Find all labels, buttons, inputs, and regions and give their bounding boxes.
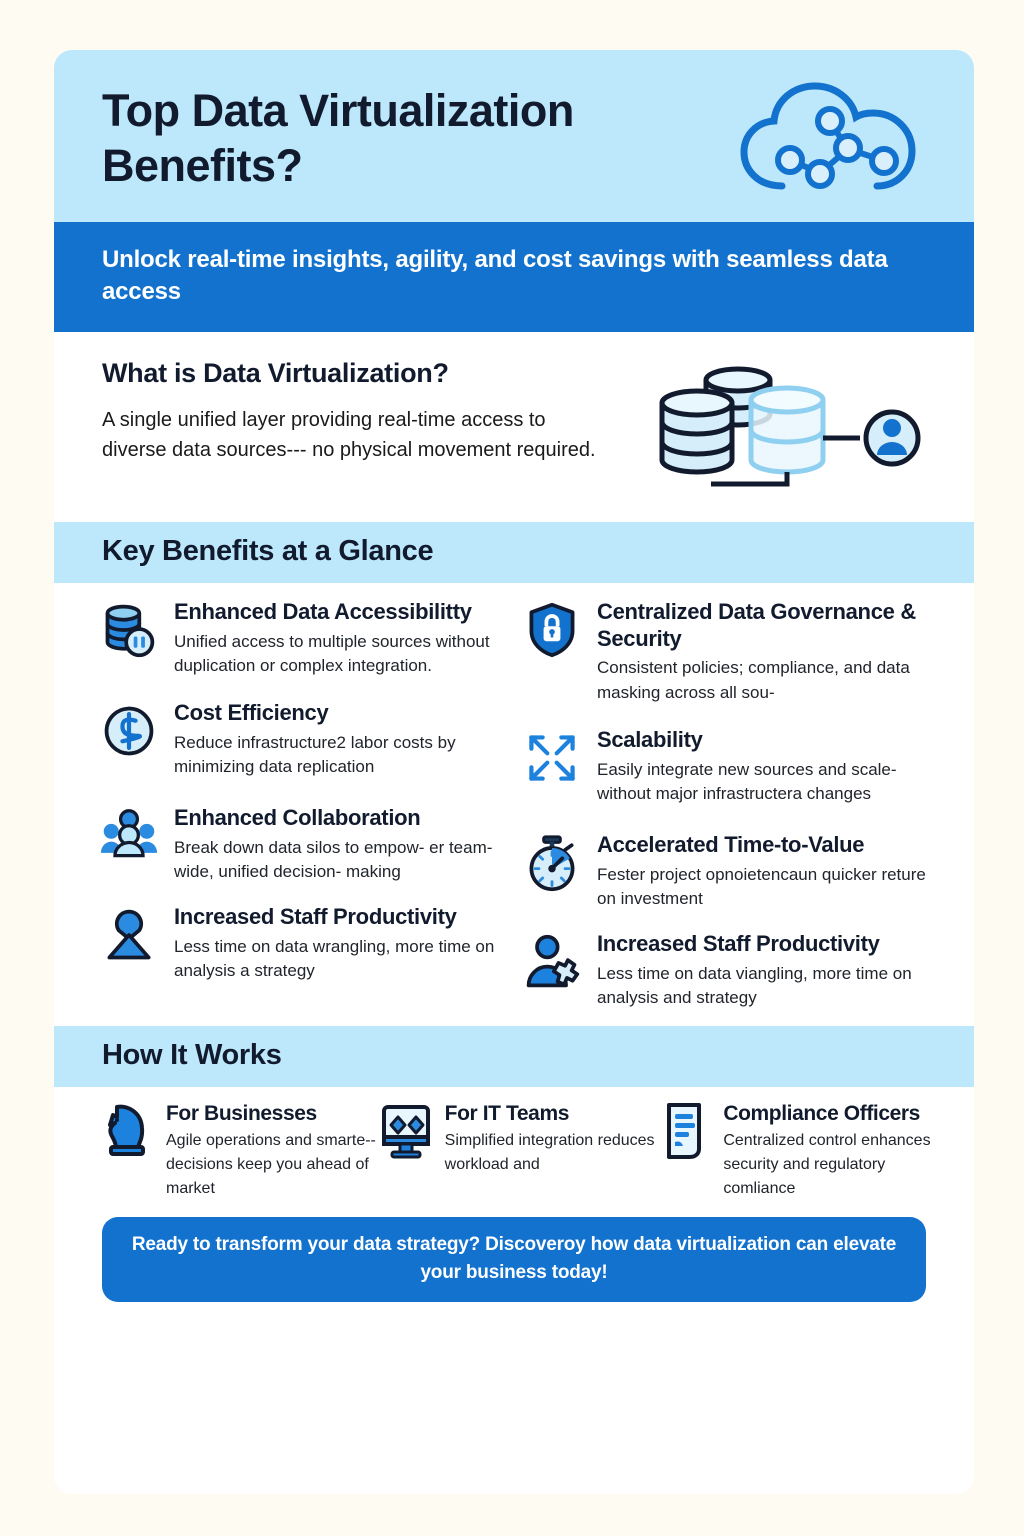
- how-it-works-title: For Businesses: [166, 1101, 317, 1125]
- how-it-works-desc: Centralized control enhances security an…: [723, 1132, 931, 1198]
- header-section: Top Data Virtualization Benefits?: [54, 50, 974, 222]
- benefit-text: Scalability Easily integrate new sources…: [597, 727, 934, 806]
- how-it-works-band: How It Works: [54, 1025, 974, 1087]
- how-it-works-heading: How It Works: [102, 1038, 282, 1071]
- cta-banner[interactable]: Ready to transform your data strategy? D…: [102, 1217, 926, 1303]
- benefit-desc: Reduce infrastructure2 labor costs by mi…: [174, 732, 456, 776]
- benefit-title: Accelerated Time-to-Value: [597, 831, 865, 857]
- how-it-works-text: Compliance Officers Centralized control …: [723, 1101, 934, 1201]
- benefit-item: Cost Efficiency Reduce infrastructure2 l…: [98, 700, 511, 779]
- benefit-title: Enhanced Data Accessibilitty: [174, 598, 472, 624]
- cta-text: Ready to transform your data strategy? D…: [131, 1234, 897, 1283]
- benefit-item: Increased Staff Productivity Less time o…: [98, 904, 511, 983]
- how-it-works-desc: Simplified integration reduces workload …: [444, 1132, 655, 1174]
- how-it-works-item: For Businesses Agile operations and smar…: [98, 1101, 377, 1201]
- benefit-title: Enhanced Collaboration: [174, 804, 421, 830]
- benefit-title: Centralized Data Governance & Security: [597, 598, 916, 651]
- benefits-right-column: Centralized Data Governance & Security C…: [521, 599, 934, 1016]
- cloud-network-icon: [730, 78, 940, 198]
- key-benefits-band: Key Benefits at a Glance: [54, 521, 974, 583]
- benefit-title: Cost Efficiency: [174, 699, 329, 725]
- how-it-works-title: For IT Teams: [444, 1101, 570, 1125]
- people-group-icon: [98, 805, 160, 869]
- subtitle-bar: Unlock real-time insights, agility, and …: [54, 222, 974, 332]
- benefit-item: Enhanced Collaboration Break down data s…: [98, 805, 511, 884]
- benefit-text: Increased Staff Productivity Less time o…: [174, 904, 511, 983]
- benefit-title: Increased Staff Productivity: [174, 904, 457, 930]
- benefit-desc: Easily integrate new sources and scale-w…: [597, 759, 897, 803]
- key-benefits-heading: Key Benefits at a Glance: [102, 534, 434, 567]
- cta-wrapper: Ready to transform your data strategy? D…: [54, 1201, 974, 1303]
- person-icon: [98, 904, 160, 968]
- benefit-item: Accelerated Time-to-Value Fester project…: [521, 832, 934, 911]
- benefit-text: Cost Efficiency Reduce infrastructure2 l…: [174, 700, 511, 779]
- benefit-title: Scalability: [597, 726, 703, 752]
- benefit-item: Increased Staff Productivity Less time o…: [521, 931, 934, 1010]
- how-it-works-item: Compliance Officers Centralized control …: [655, 1101, 934, 1201]
- what-is-body: A single unified layer providing real-ti…: [102, 408, 596, 461]
- benefit-item: Scalability Easily integrate new sources…: [521, 727, 934, 806]
- what-is-section: What is Data Virtualization? A single un…: [54, 332, 974, 522]
- benefit-title: Increased Staff Productivity: [597, 930, 880, 956]
- benefit-desc: Less time on data viangling, more time o…: [597, 963, 912, 1007]
- document-icon: [655, 1101, 713, 1169]
- how-it-works-text: For IT Teams Simplified integration redu…: [445, 1101, 656, 1201]
- infographic-card: Top Data Virtualization Benefits? Un: [54, 50, 974, 1494]
- chess-knight-icon: [98, 1101, 156, 1169]
- how-it-works-item: For IT Teams Simplified integration redu…: [377, 1101, 656, 1201]
- stopwatch-icon: [521, 832, 583, 896]
- how-it-works-text: For Businesses Agile operations and smar…: [166, 1101, 377, 1201]
- benefit-text: Enhanced Collaboration Break down data s…: [174, 805, 511, 884]
- page-title: Top Data Virtualization Benefits?: [102, 85, 574, 191]
- shield-lock-icon: [521, 599, 583, 663]
- benefit-desc: Unified access to multiple sources witho…: [174, 631, 490, 675]
- how-it-works-grid: For Businesses Agile operations and smar…: [54, 1087, 974, 1201]
- benefit-desc: Fester project opnoietencaun quicker ret…: [597, 864, 926, 908]
- benefit-desc: Consistent policies; compliance, and dat…: [597, 658, 910, 702]
- benefits-grid: Enhanced Data Accessibilitty Unified acc…: [54, 583, 974, 1020]
- person-puzzle-icon: [521, 931, 583, 995]
- dollar-circle-icon: [98, 700, 160, 764]
- benefit-desc: Less time on data wrangling, more time o…: [174, 936, 495, 980]
- expand-arrows-icon: [521, 727, 583, 791]
- what-is-heading: What is Data Virtualization?: [102, 357, 449, 388]
- benefit-text: Accelerated Time-to-Value Fester project…: [597, 832, 934, 911]
- database-stack-user-icon: [648, 358, 938, 493]
- benefit-text: Enhanced Data Accessibilitty Unified acc…: [174, 599, 511, 678]
- benefit-text: Increased Staff Productivity Less time o…: [597, 931, 934, 1010]
- benefit-desc: Break down data silos to empow- er team-…: [174, 837, 493, 881]
- monitor-icon: [377, 1101, 435, 1169]
- benefit-item: Centralized Data Governance & Security C…: [521, 599, 934, 705]
- benefits-left-column: Enhanced Data Accessibilitty Unified acc…: [98, 599, 511, 1016]
- benefit-text: Centralized Data Governance & Security C…: [597, 599, 934, 705]
- how-it-works-title: Compliance Officers: [723, 1101, 920, 1125]
- database-pause-icon: [98, 599, 160, 663]
- subtitle-text: Unlock real-time insights, agility, and …: [102, 246, 888, 305]
- how-it-works-desc: Agile operations and smarte--decisions k…: [166, 1132, 376, 1198]
- benefit-item: Enhanced Data Accessibilitty Unified acc…: [98, 599, 511, 678]
